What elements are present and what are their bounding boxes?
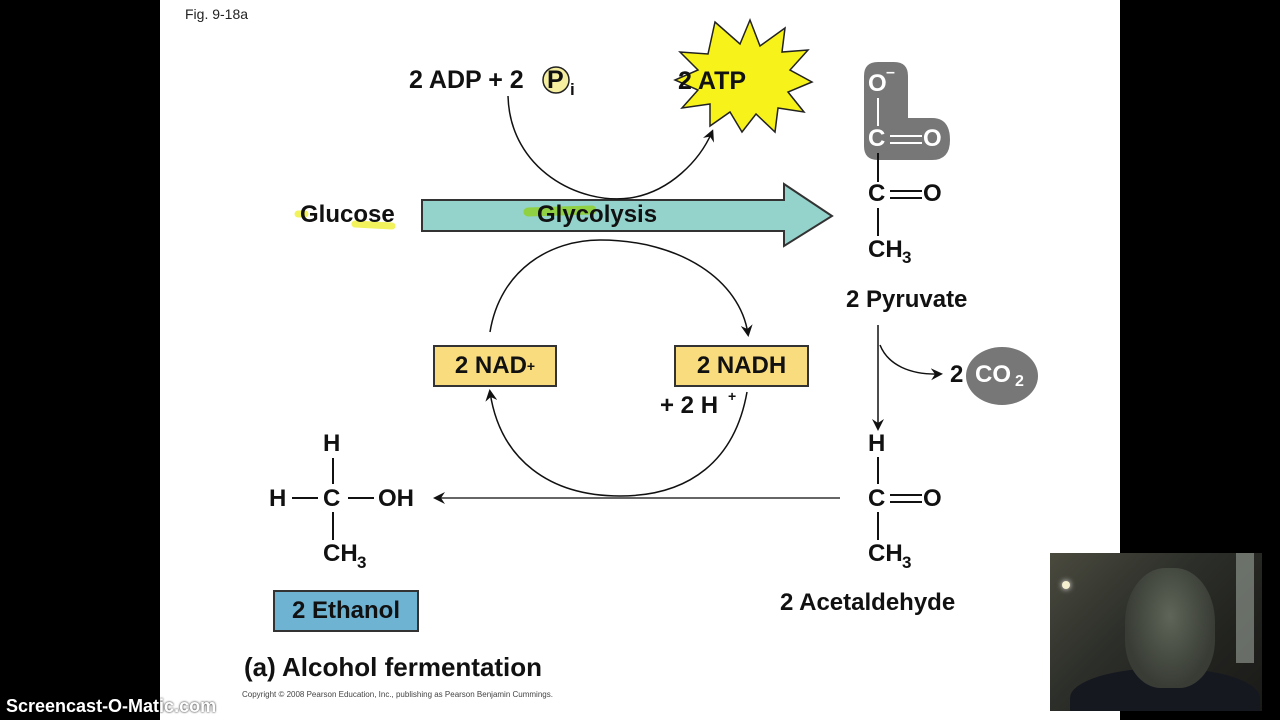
- pyruvate-o2: O: [923, 180, 942, 207]
- nadh-to-nad-arc: [485, 389, 748, 497]
- atp-arc: [507, 95, 714, 200]
- nad-to-nadh-arc: [489, 239, 753, 337]
- nad-box: 2 NAD+: [433, 345, 557, 387]
- webcam-presenter-face: [1125, 568, 1215, 688]
- pyruvate-o1: O: [923, 125, 942, 152]
- glycolysis-label: Glycolysis: [537, 201, 658, 228]
- ethanol-sub3: 3: [357, 553, 367, 572]
- acetaldehyde-o: O: [923, 485, 942, 512]
- h-charge: +: [728, 388, 737, 404]
- slide: Fig. 9-18a: [160, 0, 1120, 720]
- pyruvate-label: 2 Pyruvate: [846, 286, 968, 313]
- plus-2h-label: + 2 H: [660, 392, 719, 419]
- acetaldehyde-ch3: CH: [868, 540, 903, 567]
- nad-charge: +: [526, 358, 536, 374]
- co2-coefficient: 2: [950, 361, 964, 388]
- figure-caption: (a) Alcohol fermentation: [244, 652, 543, 682]
- acetaldehyde-h: H: [868, 430, 886, 457]
- atp-label: 2 ATP: [678, 67, 747, 95]
- atp-starburst: [673, 17, 814, 134]
- ethanol-c: C: [323, 485, 341, 512]
- phosphate-symbol: P: [547, 66, 564, 94]
- phosphate-subscript: i: [570, 80, 575, 99]
- pyruvate-sub3: 3: [902, 248, 912, 267]
- screencast-watermark: Screencast-O-Matic.com: [6, 696, 217, 716]
- acetaldehyde-label: 2 Acetaldehyde: [780, 589, 956, 616]
- phosphate-circle: [542, 66, 570, 94]
- glucose-label: Glucose: [300, 201, 395, 228]
- fermentation-diagram: [292, 17, 1038, 540]
- ethanol-oh: OH: [378, 485, 414, 512]
- adp-pi-input: 2 ADP + 2: [409, 66, 524, 94]
- acetaldehyde-sub3: 3: [902, 553, 912, 572]
- figure-label: Fig. 9-18a: [185, 6, 249, 22]
- co2-formula: CO: [975, 361, 1011, 388]
- ethanol-h-left: H: [269, 485, 287, 512]
- glycolysis-arrow: [421, 182, 834, 248]
- co2-subscript: 2: [1015, 373, 1024, 390]
- pyruvate-c2: C: [868, 180, 886, 207]
- ethanol-box: 2 Ethanol: [273, 590, 419, 632]
- co2-blob: [966, 347, 1038, 405]
- co2-release-arrow: [879, 344, 943, 381]
- copyright-notice: Copyright © 2008 Pearson Education, Inc.…: [242, 690, 553, 699]
- nad-label: 2 NAD: [454, 352, 527, 379]
- nadh-label: 2 NADH: [696, 352, 787, 379]
- ethanol-ch3: CH: [323, 540, 358, 567]
- glycolysis-highlight: [523, 205, 597, 217]
- webcam-background-lamp: [1062, 581, 1070, 589]
- webcam-background-wall: [1236, 553, 1254, 663]
- pyruvate-c1: C: [868, 125, 886, 152]
- pyruvate-minus-charge: –: [886, 64, 895, 81]
- carboxyl-highlight: [864, 62, 950, 160]
- ethanol-h-top: H: [323, 430, 341, 457]
- acetaldehyde-c: C: [868, 485, 886, 512]
- webcam-overlay: [1050, 553, 1262, 711]
- glucose-highlight: [294, 210, 396, 230]
- nadh-box: 2 NADH: [674, 345, 809, 387]
- pyruvate-o-minus: O: [868, 70, 887, 97]
- pyruvate-ch3: CH: [868, 236, 903, 263]
- ethanol-label: 2 Ethanol: [291, 597, 400, 624]
